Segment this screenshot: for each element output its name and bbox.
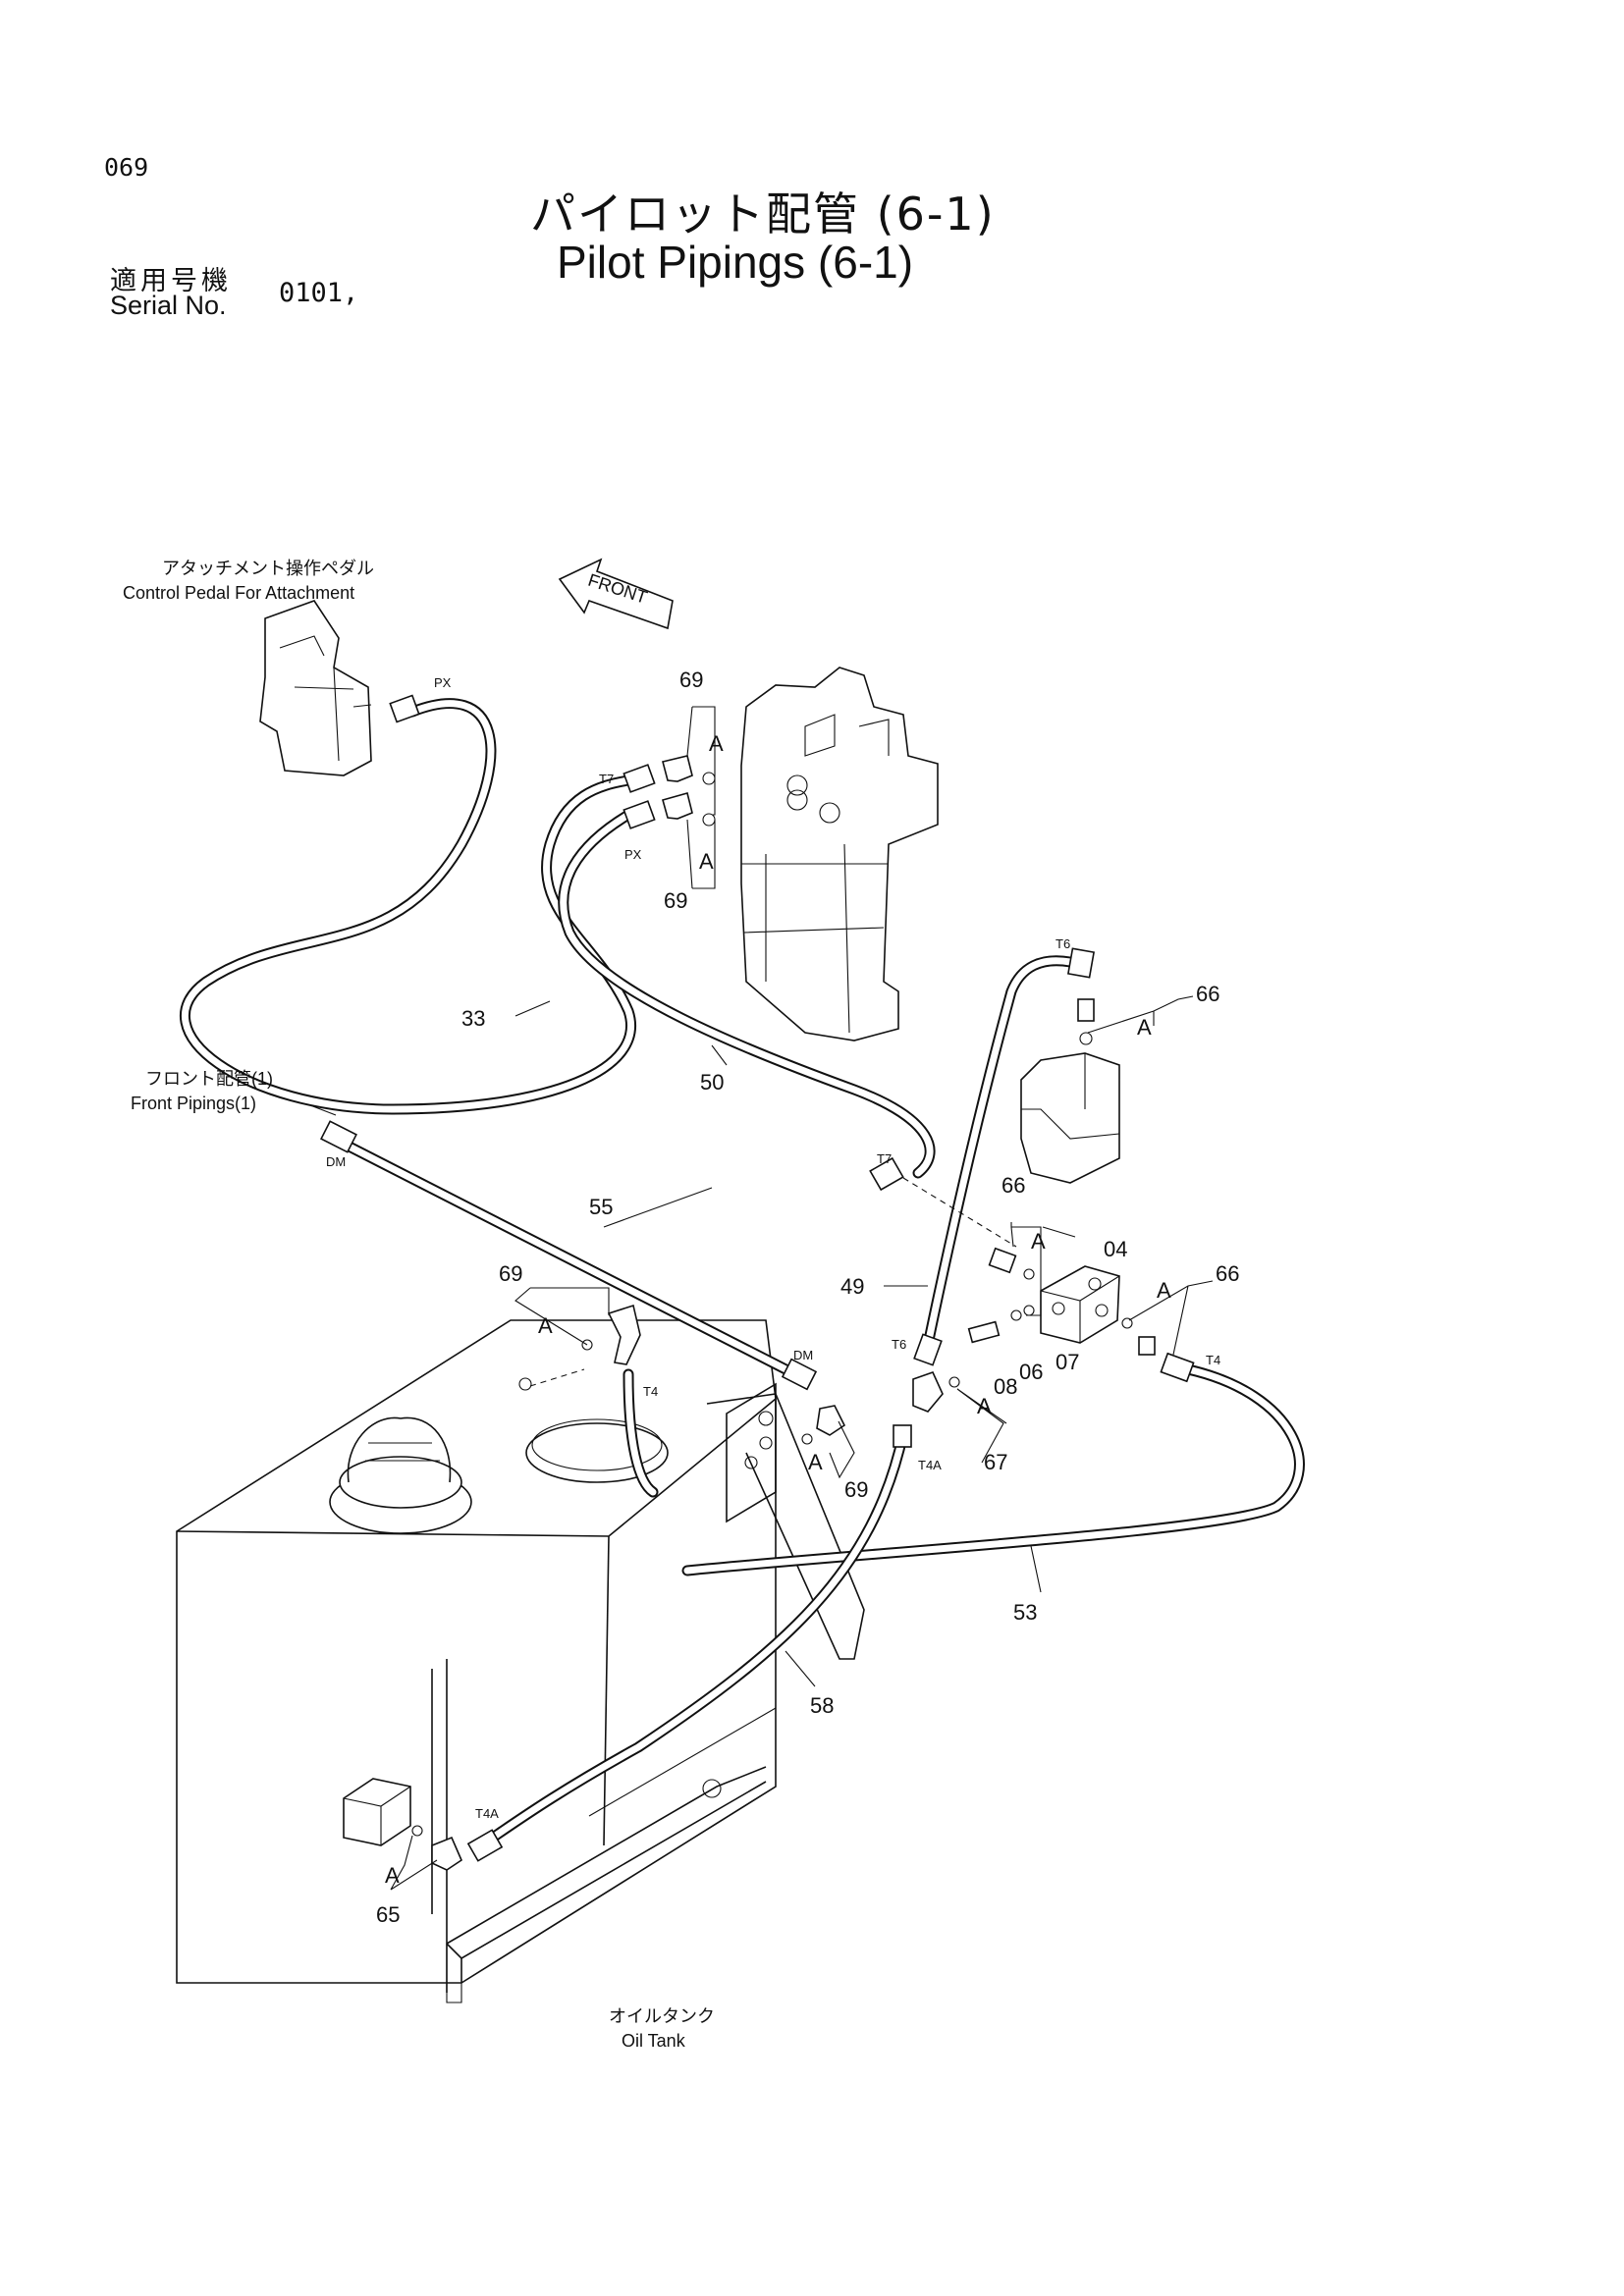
port-label-px-pedal: PX [434, 675, 452, 690]
port-label-t7-lower: T7 [877, 1151, 892, 1166]
serial-number-value: 0101, [279, 278, 359, 308]
front-pipings-caption-japanese: フロント配管(1) [145, 1069, 273, 1089]
front-pipings-caption-english: Front Pipings(1) [131, 1094, 256, 1113]
part-number-07: 07 [1056, 1350, 1079, 1374]
hose-58 [475, 1427, 909, 1851]
part-number-66-top: 66 [1196, 982, 1219, 1006]
part-number-69-side: 69 [844, 1477, 868, 1502]
part-number-58: 58 [810, 1693, 834, 1718]
page-number: 069 [104, 153, 149, 182]
detail-a-mark: A [538, 1313, 553, 1338]
selector-valve [1020, 1052, 1120, 1184]
front-arrow: FRONT [558, 558, 674, 630]
hose-50 [558, 809, 936, 1179]
detail-a-mark: A [709, 731, 724, 756]
serial-label-japanese: 適用号機 [110, 266, 232, 296]
detail-a-mark: A [1031, 1229, 1046, 1254]
part-number-66-mid: 66 [1001, 1173, 1025, 1198]
part-number-53: 53 [1013, 1600, 1037, 1625]
port-label-t4-right: T4 [1206, 1353, 1220, 1367]
port-label-t4a-center: T4A [918, 1458, 942, 1472]
detail-a-mark: A [385, 1863, 400, 1888]
part-number-66-right: 66 [1216, 1261, 1239, 1286]
fittings [320, 694, 1195, 1871]
detail-a-mark: A [977, 1394, 992, 1418]
junction-block [1040, 1265, 1120, 1344]
hose-33 [179, 698, 636, 1115]
front-arrow-label: FRONT [585, 570, 649, 608]
part-number-04: 04 [1104, 1237, 1127, 1261]
control-valve [740, 667, 939, 1041]
part-number-08: 08 [994, 1374, 1017, 1399]
oil-tank-caption-japanese: オイルタンク [609, 2006, 715, 2026]
hose-55 [328, 1133, 801, 1380]
part-number-55: 55 [589, 1195, 613, 1219]
detail-a-mark: A [808, 1450, 823, 1474]
port-label-t4a-bottom: T4A [475, 1806, 499, 1821]
page-title-english: Pilot Pipings (6-1) [557, 237, 914, 288]
part-number-69-tank: 69 [499, 1261, 522, 1286]
part-number-69-mid: 69 [664, 888, 687, 913]
part-number-33: 33 [461, 1006, 485, 1031]
part-number-65: 65 [376, 1902, 400, 1927]
pedal-caption-english: Control Pedal For Attachment [123, 583, 354, 603]
leader-lines [309, 706, 1214, 1891]
port-label-px-valve: PX [624, 847, 642, 862]
part-number-69-top: 69 [679, 667, 703, 692]
port-label-dm-right: DM [793, 1348, 813, 1362]
port-label-t7-valve: T7 [599, 772, 614, 786]
detail-a-mark: A [1137, 1015, 1152, 1040]
part-number-06: 06 [1019, 1360, 1043, 1384]
pedal-caption-japanese: アタッチメント操作ペダル [162, 559, 374, 578]
port-label-t6-lower: T6 [892, 1337, 906, 1352]
oil-tank-caption-english: Oil Tank [622, 2031, 686, 2051]
part-number-67: 67 [984, 1450, 1007, 1474]
port-label-dm-left: DM [326, 1154, 346, 1169]
control-pedal [259, 600, 372, 776]
page-title-japanese: パイロット配管 (6-1) [530, 187, 996, 240]
hose-53 [681, 1363, 1305, 1576]
port-label-t6-top: T6 [1056, 936, 1070, 951]
part-number-49: 49 [840, 1274, 864, 1299]
hose-49 [922, 955, 1076, 1351]
port-label-t4-center: T4 [643, 1384, 658, 1399]
hose-t4-center [623, 1368, 659, 1498]
serial-label-english: Serial No. [110, 291, 227, 320]
detail-a-mark: A [1157, 1278, 1171, 1303]
detail-a-mark: A [699, 849, 714, 874]
part-number-50: 50 [700, 1070, 724, 1095]
